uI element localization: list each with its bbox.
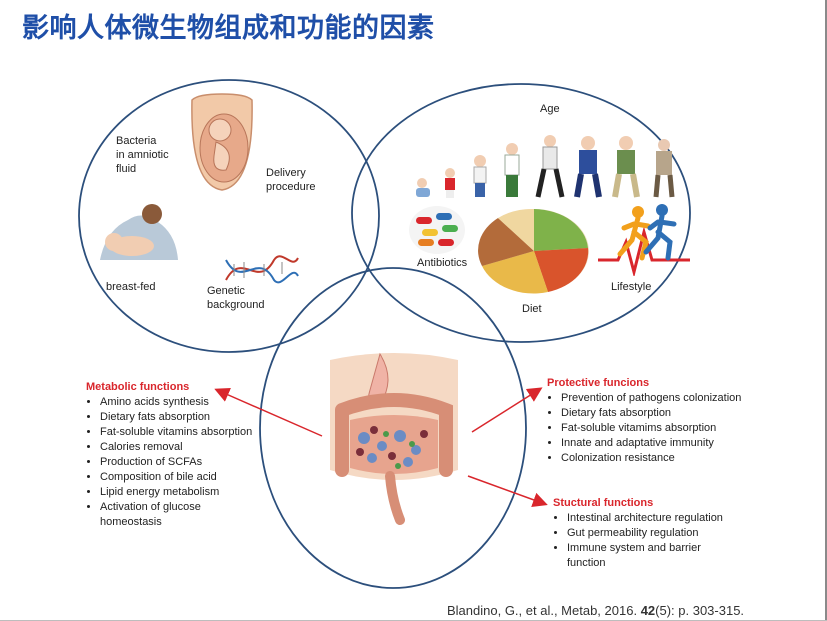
list-item: Activation of glucose homeostasis [100, 500, 256, 530]
label-bacteria-amniotic: Bacteria in amniotic fluid [116, 134, 169, 176]
diet-illustration [478, 208, 589, 294]
label-line: fluid [116, 163, 137, 175]
arrow-protective [471, 387, 543, 433]
list-item: Dietary fats absorption [100, 410, 256, 425]
breastfeeding-illustration [100, 204, 178, 260]
label-line: Bacteria [116, 135, 157, 147]
metabolic-list: Amino acids synthesis Dietary fats absor… [86, 395, 256, 530]
list-item: Dietary fats absorption [561, 406, 747, 421]
list-item: Prevention of pathogens colonization [561, 391, 747, 406]
label-genetic: Genetic background [207, 284, 265, 312]
age-progression-illustration [416, 135, 675, 198]
list-item: Production of SCFAs [100, 455, 256, 470]
structural-functions-panel: Stuctural functions Intestinal architect… [553, 497, 733, 571]
list-item: Fat-soluble vitamins absorption [100, 425, 256, 440]
pregnancy-illustration [191, 93, 253, 191]
citation-pages: (5): p. 303-315. [655, 603, 745, 618]
dna-illustration [225, 255, 299, 284]
protective-heading: Protective funcions [547, 377, 650, 389]
protective-list: Prevention of pathogens colonization Die… [547, 391, 747, 466]
label-antibiotics: Antibiotics [417, 257, 468, 269]
structural-heading: Stuctural functions [553, 497, 654, 509]
label-line: Delivery [266, 167, 306, 179]
label-line: Genetic [207, 285, 245, 297]
protective-functions-panel: Protective funcions Prevention of pathog… [547, 377, 747, 466]
antibiotics-illustration [409, 206, 465, 254]
lifestyle-illustration [598, 204, 690, 276]
label-delivery: Delivery procedure [266, 166, 316, 194]
list-item: Fat-soluble vitamims absorption [561, 421, 747, 436]
list-item: Composition of bile acid [100, 470, 256, 485]
arrow-metabolic [214, 387, 323, 437]
list-item: Lipid energy metabolism [100, 485, 256, 500]
list-item: Intestinal architecture regulation [567, 511, 733, 526]
list-item: Gut permeability regulation [567, 526, 733, 541]
label-age: Age [540, 103, 560, 115]
citation-volume: 42 [640, 603, 656, 618]
label-lifestyle: Lifestyle [611, 281, 652, 293]
environment-circle [351, 83, 691, 343]
gut-illustration [330, 352, 458, 525]
early-life-circle [78, 79, 380, 353]
metabolic-heading: Metabolic functions [86, 381, 190, 393]
gut-circle [259, 267, 527, 589]
citation-authors: Blandino, G., et al., Metab, 2016. [447, 603, 638, 618]
citation: Blandino, G., et al., Metab, 2016. 42(5)… [447, 603, 744, 618]
list-item: Colonization resistance [561, 451, 747, 466]
label-diet: Diet [522, 303, 542, 315]
list-item: Calories removal [100, 440, 256, 455]
label-line: procedure [266, 181, 316, 193]
arrow-structural [467, 475, 548, 507]
structural-list: Intestinal architecture regulation Gut p… [553, 511, 733, 571]
list-item: Amino acids synthesis [100, 395, 256, 410]
label-line: in amniotic [116, 149, 169, 161]
list-item: Immune system and barrier function [567, 541, 733, 571]
label-breast-fed: breast-fed [106, 281, 156, 293]
slide-title: 影响人体微生物组成和功能的因素 [22, 13, 435, 44]
metabolic-functions-panel: Metabolic functions Amino acids synthesi… [86, 381, 256, 530]
list-item: Innate and adaptative immunity [561, 436, 747, 451]
label-line: background [207, 299, 265, 311]
slide-border-right [825, 0, 827, 621]
